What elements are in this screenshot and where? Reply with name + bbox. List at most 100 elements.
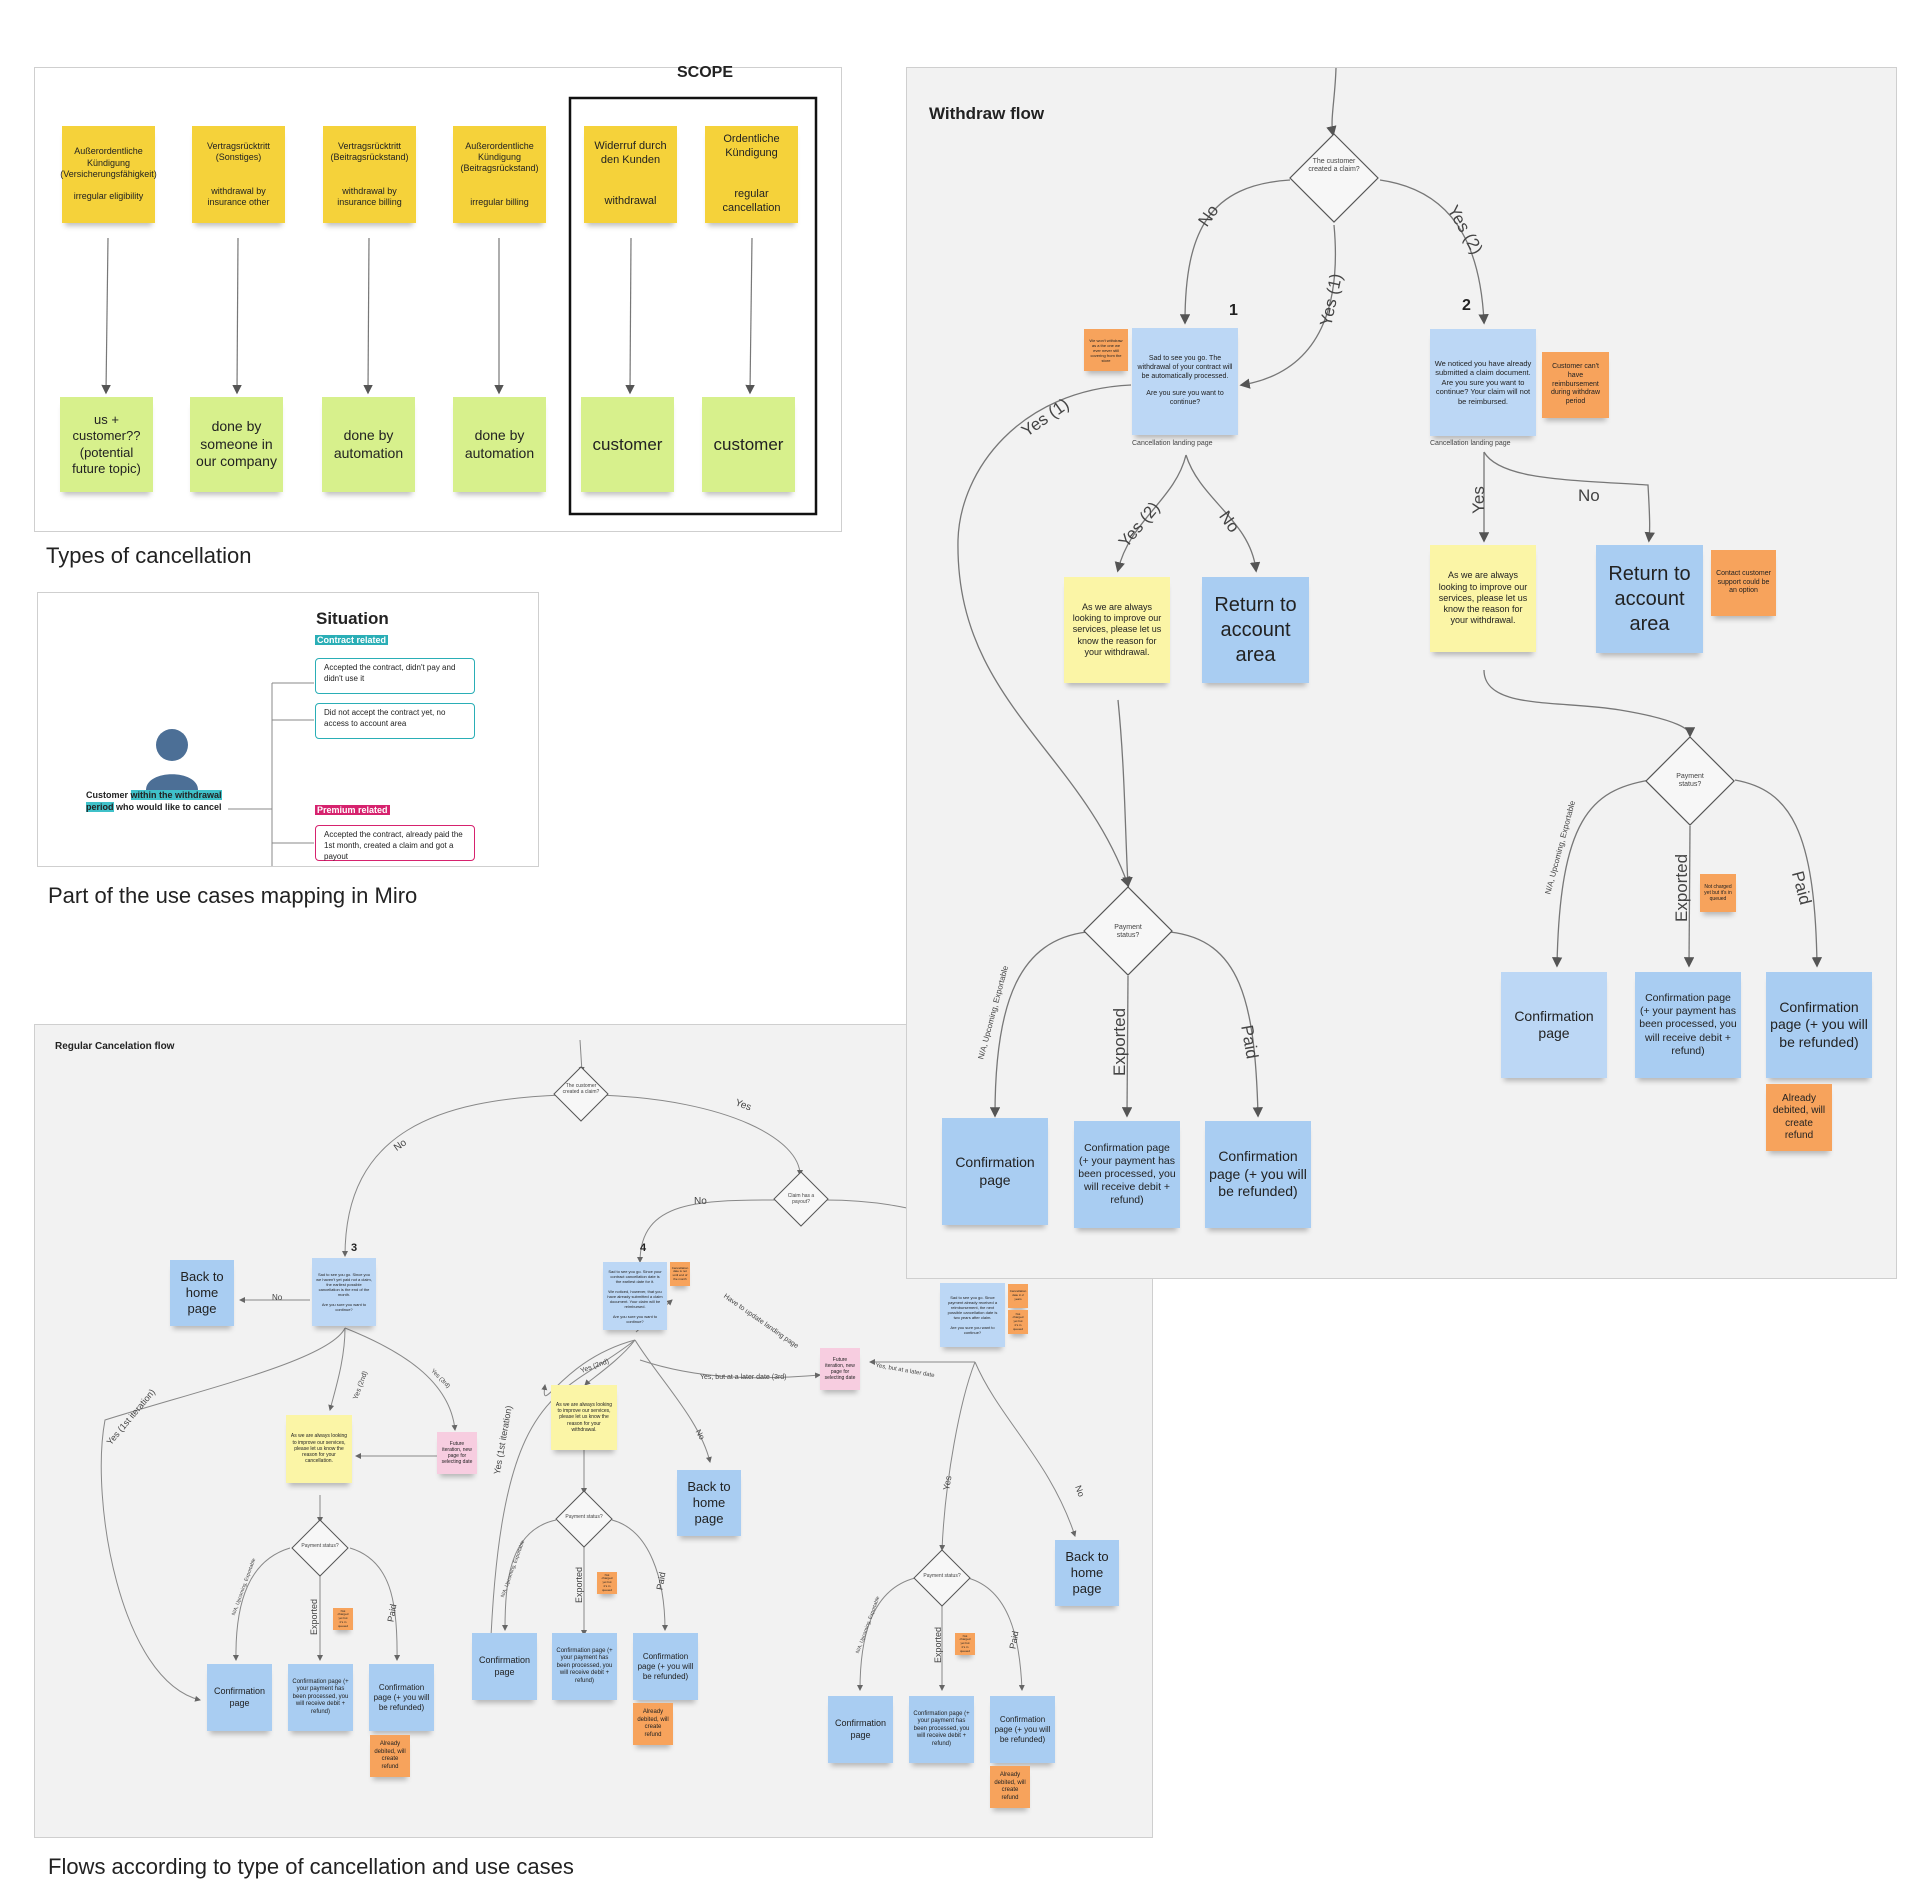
withdraw-card1-under: Cancellation landing page (1132, 440, 1213, 447)
regular-confirm-paid-1[interactable]: Confirmation page (+ you will be refunde… (369, 1664, 434, 1731)
withdraw-improve-left[interactable]: As we are always looking to improve our … (1064, 577, 1170, 683)
regular-confirm-exported-2[interactable]: Confirmation page (+ your payment has be… (552, 1633, 617, 1700)
regular-card-5-side[interactable]: Cancellation date in 2 years (1008, 1284, 1028, 1308)
withdraw-not-charged-right[interactable]: Not charged yet but it's in queued (1700, 874, 1736, 912)
note-bottom-6[interactable]: customer (702, 397, 795, 492)
regular-back-home-2[interactable]: Back to home page (677, 1470, 741, 1536)
premium-related-tag: Premium related (315, 805, 390, 815)
withdraw-payment-right-text: Payment status? (1676, 773, 1704, 789)
withdraw-confirm-exported-left[interactable]: Confirmation page (+ your payment has be… (1074, 1121, 1180, 1228)
withdraw-card2-side[interactable]: Customer can't have reimbursement during… (1542, 352, 1609, 418)
note-top-1[interactable]: Außerordentliche Kündigung (Versicherung… (60, 126, 157, 223)
regular-already-2[interactable]: Already debited, will create refund (633, 1703, 673, 1745)
regular-num-4: 4 (640, 1242, 647, 1254)
regular-num-3: 3 (351, 1242, 358, 1254)
withdraw-already-right[interactable]: Already debited, will create refund (1766, 1084, 1832, 1151)
withdraw-contact[interactable]: Contact customer support could be an opt… (1711, 550, 1776, 616)
types-caption: Types of cancellation (46, 543, 252, 568)
regular-not-charged-3[interactable]: Not charged yet but it's in queued (955, 1633, 975, 1655)
withdraw-title: Withdraw flow (929, 104, 1045, 123)
withdraw-confirm-paid-right[interactable]: Confirmation page (+ you will be refunde… (1766, 972, 1872, 1078)
note-bottom-2[interactable]: done by someone in our company (190, 397, 283, 492)
withdraw-num-1: 1 (1229, 302, 1238, 319)
regular-improve-1[interactable]: As we are always looking to improve our … (286, 1415, 352, 1483)
withdraw-card-2[interactable]: We noticed you have already submitted a … (1430, 329, 1536, 436)
note-bottom-4[interactable]: done by automation (453, 397, 546, 492)
regular-future-2[interactable]: Future iteration, new page for selecting… (820, 1348, 860, 1390)
regular-edge-no-3: No (272, 1293, 283, 1302)
regular-confirm-paid-3[interactable]: Confirmation page (+ you will be refunde… (990, 1696, 1055, 1763)
situation-box-2[interactable]: Did not accept the contract yet, no acce… (315, 703, 475, 739)
withdraw-confirm-exported-right[interactable]: Confirmation page (+ your payment has be… (1635, 972, 1741, 1078)
regular-not-charged-1[interactable]: Not charged yet but it's in queued (333, 1608, 353, 1630)
withdraw-exported-left: Exported (1110, 1007, 1130, 1077)
withdraw-exported-right: Exported (1672, 853, 1692, 923)
note-top-5-en: withdrawal (604, 195, 657, 208)
regular-card-5-side-2[interactable]: Not charged yet but it's in queued (1008, 1310, 1028, 1334)
withdraw-confirm-paid-left[interactable]: Confirmation page (+ you will be refunde… (1205, 1121, 1311, 1228)
note-top-1-de: Außerordentliche Kündigung (Versicherung… (60, 146, 157, 179)
regular-confirm-exported-1[interactable]: Confirmation page (+ your payment has be… (288, 1664, 353, 1731)
withdraw-num-2: 2 (1462, 297, 1471, 314)
regular-edge-no-2: No (694, 1196, 707, 1207)
withdraw-confirm-right[interactable]: Confirmation page (1501, 972, 1607, 1078)
withdraw-confirm-left[interactable]: Confirmation page (942, 1118, 1048, 1225)
situation-connectors (146, 682, 314, 866)
situation-title: Situation (316, 609, 389, 628)
regular-not-charged-2[interactable]: Not charged yet but it's in queued (597, 1572, 617, 1594)
regular-card-4[interactable]: Sad to see you go. Since your contract c… (603, 1262, 667, 1330)
note-top-4-en: irregular billing (470, 197, 529, 207)
regular-confirm-exported-3[interactable]: Confirmation page (+ your payment has be… (909, 1696, 974, 1763)
withdraw-card2-under: Cancellation landing page (1430, 440, 1511, 447)
note-top-1-en: irregular eligibility (73, 191, 144, 202)
regular-confirm-2[interactable]: Confirmation page (472, 1633, 537, 1700)
note-top-5-de: Widerruf durch den Kunden (594, 140, 667, 166)
withdraw-return-right[interactable]: Return to account area (1596, 545, 1703, 653)
regular-payment-1-text: Payment status? (301, 1543, 339, 1549)
regular-confirm-1[interactable]: Confirmation page (207, 1664, 272, 1731)
situation-box-1[interactable]: Accepted the contract, didn't pay and di… (315, 658, 475, 694)
withdraw-card-1[interactable]: Sad to see you go. The withdrawal of you… (1132, 328, 1238, 435)
note-top-3-de: Vertragsrücktritt (Beitragsrückstand) (330, 140, 409, 162)
customer-label: Customer within the withdrawal period wh… (86, 789, 226, 813)
contract-related-tag: Contract related (315, 635, 389, 645)
note-top-3[interactable]: Vertragsrücktritt (Beitragsrückstand) wit… (323, 126, 416, 223)
regular-confirm-paid-2[interactable]: Confirmation page (+ you will be refunde… (633, 1633, 698, 1700)
note-top-5[interactable]: Widerruf durch den Kunden withdrawal (584, 126, 677, 223)
regular-diamond-1-text: The customer created a claim? (562, 1083, 600, 1095)
situation-box-3[interactable]: Accepted the contract, already paid the … (315, 825, 475, 861)
regular-back-home-1[interactable]: Back to home page (170, 1260, 234, 1326)
withdraw-right-no: No (1578, 486, 1600, 505)
withdraw-right-yes: Yes (1468, 486, 1488, 514)
note-top-2-de: Vertragsrücktritt (Sonstiges) (206, 140, 271, 162)
note-top-3-en: withdrawal by insurance billing (337, 185, 402, 207)
note-top-2-en: withdrawal by insurance other (207, 185, 270, 207)
withdraw-improve-right[interactable]: As we are always looking to improve our … (1430, 545, 1536, 652)
note-bottom-1[interactable]: us + customer?? (potential future topic) (60, 397, 153, 492)
regular-improve-2[interactable]: As we are always looking to improve our … (551, 1385, 617, 1450)
withdraw-diamond-top-text: The customer created a claim? (1308, 158, 1360, 174)
note-bottom-3[interactable]: done by automation (322, 397, 415, 492)
regular-already-1[interactable]: Already debited, will create refund (370, 1735, 410, 1777)
regular-already-3[interactable]: Already debited, will create refund (990, 1766, 1030, 1808)
regular-card-4-side[interactable]: Cancellation date is not until end of th… (670, 1262, 690, 1286)
regular-card-5[interactable]: Sad to see you go. Since payment already… (940, 1283, 1005, 1347)
note-top-4[interactable]: Außerordentliche Kündigung (Beitragsrück… (453, 126, 546, 223)
note-bottom-5[interactable]: customer (581, 397, 674, 492)
regular-back-home-3[interactable]: Back to home page (1055, 1540, 1119, 1606)
withdraw-return-left[interactable]: Return to account area (1202, 577, 1309, 683)
regular-confirm-3[interactable]: Confirmation page (828, 1696, 893, 1763)
regular-card-3[interactable]: Sad to see you go. Since you we haven't … (312, 1258, 376, 1326)
note-top-2[interactable]: Vertragsrücktritt (Sonstiges) withdrawal … (192, 126, 285, 223)
note-top-6-de: Ordentliche Kündigung (723, 133, 780, 159)
scope-label: SCOPE (676, 64, 733, 81)
situation-caption: Part of the use cases mapping in Miro (48, 883, 418, 908)
regular-title: Regular Cancelation flow (55, 1041, 175, 1052)
regular-diamond-2-text: Claim has a payout? (787, 1193, 815, 1205)
withdraw-card1-side[interactable]: We won't withdraw as a the one we ever n… (1084, 329, 1128, 371)
regular-future-1[interactable]: Future iteration, new page for selecting… (437, 1432, 477, 1474)
note-top-6[interactable]: Ordentliche Kündigung regular cancellatio… (705, 126, 798, 223)
note-top-6-en: regular cancellation (722, 188, 781, 214)
